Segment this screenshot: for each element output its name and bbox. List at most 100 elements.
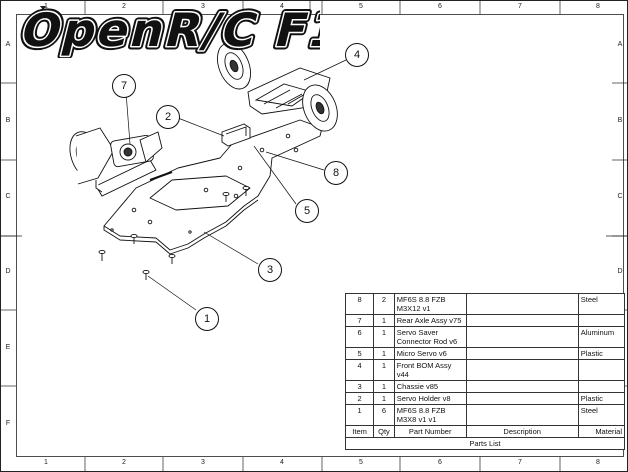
bom-item: 3 — [344, 380, 375, 393]
bom-material: Aluminum — [577, 326, 626, 348]
bom-part: MF6S 8.8 FZB M3X12 v1 — [393, 293, 467, 315]
zone-row-b-right: B — [617, 117, 623, 124]
zone-row-d-right: D — [617, 268, 623, 275]
zone-col-7: 7 — [518, 3, 522, 10]
servo-holder — [221, 123, 251, 147]
bom-material — [577, 380, 626, 393]
bom-item: 6 — [344, 326, 375, 348]
zone-col-4: 4 — [280, 3, 284, 10]
bom-qty: 1 — [373, 314, 395, 327]
zone-col-6-bottom: 6 — [438, 459, 442, 466]
zone-col-1-bottom: 1 — [44, 459, 48, 466]
bom-material: Plastic — [577, 347, 626, 360]
bom-qty: 1 — [373, 326, 395, 348]
zone-col-5: 5 — [359, 3, 363, 10]
table-row: 7 1 Rear Axle Assy v75 — [344, 314, 626, 327]
callout-1: 1 — [195, 307, 219, 331]
bom-part: Chassie v85 — [393, 380, 467, 393]
svg-text:OpenR/C F1: OpenR/C F1 — [16, 5, 320, 58]
zone-col-6: 6 — [438, 3, 442, 10]
bom-material — [577, 359, 626, 381]
zone-row-f: F — [5, 420, 11, 427]
bom-qty: 1 — [373, 359, 395, 381]
callout-5: 5 — [295, 199, 319, 223]
table-row: 5 1 Micro Servo v6 Plastic — [344, 347, 626, 360]
zone-row-a: A — [5, 41, 11, 48]
parts-list-caption: Parts List — [345, 437, 625, 450]
bom-item: 5 — [344, 347, 375, 360]
openrc-f1-logo: OpenR/C F1 OpenR/C F1 OpenR/C F1 — [12, 1, 320, 58]
header-qty: Qty — [373, 425, 395, 438]
bom-part: Micro Servo v6 — [393, 347, 467, 360]
zone-col-4-bottom: 4 — [280, 459, 284, 466]
bom-part: MF6S 8.8 FZB M3X8 v1 v1 — [393, 404, 467, 426]
bom-material: Steel — [577, 404, 626, 426]
bom-material — [577, 314, 626, 327]
zone-row-c: C — [5, 193, 11, 200]
bom-description — [465, 359, 579, 381]
callout-7: 7 — [112, 74, 136, 98]
table-row: 2 1 Servo Holder v8 Plastic — [344, 392, 626, 405]
bom-item: 2 — [344, 392, 375, 405]
table-row: 8 2 MF6S 8.8 FZB M3X12 v1 Steel — [344, 293, 626, 315]
leader-lines — [125, 59, 347, 311]
zone-col-8-bottom: 8 — [596, 459, 600, 466]
table-header-row: Item Qty Part Number Description Materia… — [344, 425, 626, 438]
bom-description — [465, 326, 579, 348]
zone-row-b: B — [5, 117, 11, 124]
bom-qty: 6 — [373, 404, 395, 426]
bom-part: Servo Saver Connector Rod v6 — [393, 326, 467, 348]
table-caption-row: Parts List — [345, 437, 625, 450]
bom-material: Plastic — [577, 392, 626, 405]
bom-description — [465, 293, 579, 315]
bom-material: Steel — [577, 293, 626, 315]
bom-description — [465, 380, 579, 393]
zone-col-8: 8 — [596, 3, 600, 10]
zone-row-e: E — [5, 344, 11, 351]
zone-col-5-bottom: 5 — [359, 459, 363, 466]
zone-col-1: 1 — [44, 3, 48, 10]
zone-col-2-bottom: 2 — [122, 459, 126, 466]
table-row: 6 1 Servo Saver Connector Rod v6 Aluminu… — [344, 326, 626, 348]
header-material: Material — [577, 425, 626, 438]
bom-description — [465, 314, 579, 327]
header-part-number: Part Number — [393, 425, 467, 438]
zone-row-c-right: C — [617, 193, 623, 200]
bom-qty: 2 — [373, 293, 395, 315]
callout-3: 3 — [258, 258, 282, 282]
bom-item: 4 — [344, 359, 375, 381]
zone-col-3: 3 — [201, 3, 205, 10]
bom-item: 8 — [344, 293, 375, 315]
bom-part: Servo Holder v8 — [393, 392, 467, 405]
front-assembly — [216, 42, 338, 132]
bom-qty: 1 — [373, 347, 395, 360]
header-item: Item — [344, 425, 375, 438]
chassis-plate — [103, 119, 323, 255]
bom-description — [465, 347, 579, 360]
table-row: 4 1 Front BOM Assy v44 — [344, 359, 626, 381]
zone-row-a-right: A — [617, 41, 623, 48]
bom-part: Rear Axle Assy v75 — [393, 314, 467, 327]
bom-description — [465, 404, 579, 426]
bom-item: 1 — [344, 404, 375, 426]
callout-2: 2 — [156, 105, 180, 129]
header-description: Description — [465, 425, 579, 438]
bom-item: 7 — [344, 314, 375, 327]
svg-text:OpenR/C F1: OpenR/C F1 — [16, 5, 320, 58]
callout-4: 4 — [345, 43, 369, 67]
table-row: 1 6 MF6S 8.8 FZB M3X8 v1 v1 Steel — [344, 404, 626, 426]
callout-8: 8 — [324, 161, 348, 185]
bom-qty: 1 — [373, 380, 395, 393]
table-row: 3 1 Chassie v85 — [344, 380, 626, 393]
bom-qty: 1 — [373, 392, 395, 405]
zone-col-3-bottom: 3 — [201, 459, 205, 466]
svg-text:OpenR/C F1: OpenR/C F1 — [16, 5, 320, 58]
bom-description — [465, 392, 579, 405]
zone-col-2: 2 — [122, 3, 126, 10]
bom-part: Front BOM Assy v44 — [393, 359, 467, 381]
zone-col-7-bottom: 7 — [518, 459, 522, 466]
parts-list-table: 8 2 MF6S 8.8 FZB M3X12 v1 Steel 7 1 Rear… — [344, 293, 626, 450]
screws — [98, 185, 250, 280]
